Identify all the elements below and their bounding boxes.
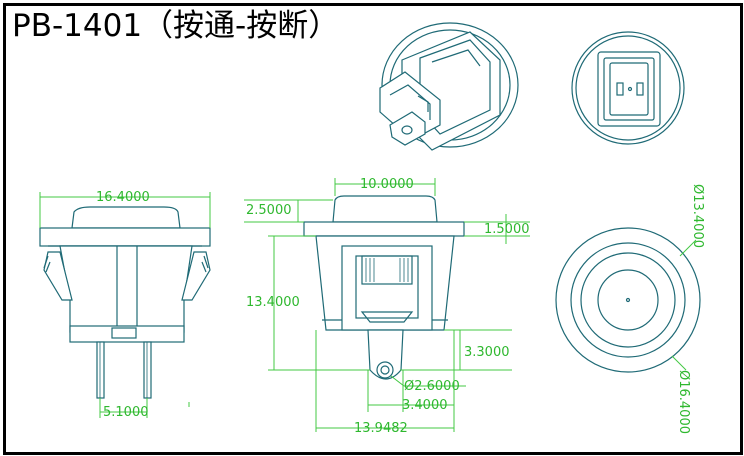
side-view-dimensions: 16.4000 5.1000 — [39, 190, 211, 420]
dim-hole-diameter: Ø2.6000 — [404, 379, 460, 394]
dim-cap-height: 2.5000 — [246, 203, 292, 218]
dim-overall-width: 13.9482 — [354, 421, 408, 436]
part-title: PB-1401（按通-按断） — [12, 8, 340, 44]
isometric-view — [379, 22, 519, 151]
dim-cap-width: 10.0000 — [360, 177, 414, 192]
front-view-dimensions: 10.0000 2.5000 1.5000 13.4000 3.3000 — [244, 177, 530, 436]
dim-total-height: 13.4000 — [246, 295, 300, 310]
dim-side-width: 16.4000 — [96, 190, 150, 205]
side-view — [39, 206, 211, 399]
dim-outer-diameter: Ø16.4000 — [676, 370, 691, 434]
dim-flange: 1.5000 — [484, 222, 530, 237]
dim-pin-spacing: 5.1000 — [103, 405, 149, 420]
top-view-dimensions: Ø13.4000 Ø16.4000 — [671, 184, 705, 434]
dim-inner-diameter: Ø13.4000 — [690, 184, 705, 248]
sheet-border — [3, 3, 743, 455]
dim-terminal-width: 3.4000 — [402, 398, 448, 413]
dim-terminal-height: 3.3000 — [464, 345, 510, 360]
top-view — [555, 227, 701, 373]
bottom-view — [571, 31, 685, 145]
front-view — [303, 195, 465, 380]
